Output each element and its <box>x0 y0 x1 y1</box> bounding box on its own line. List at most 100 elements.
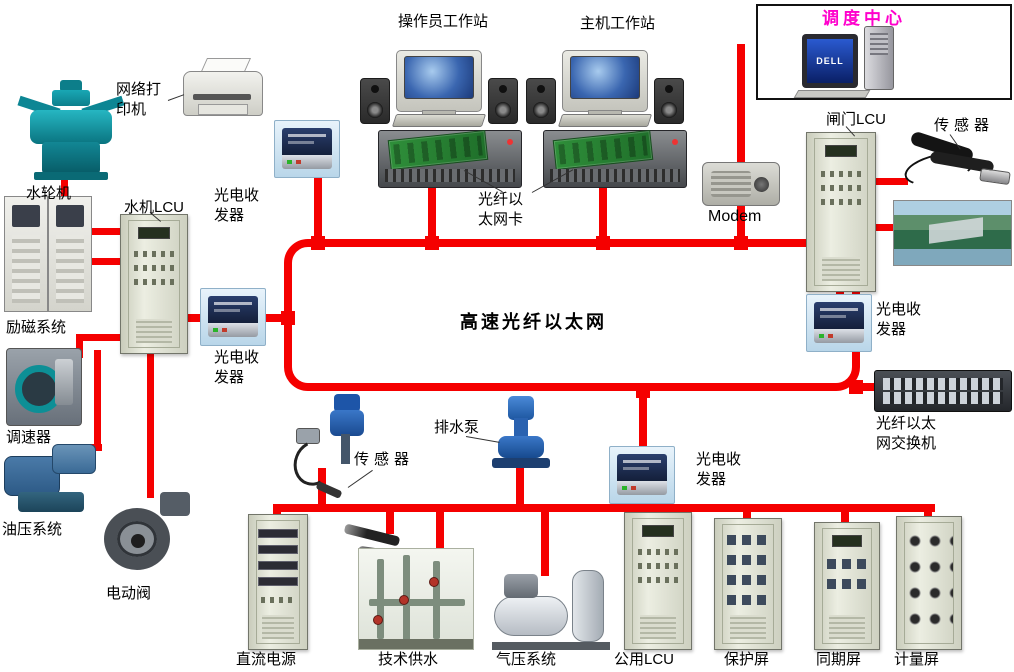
transceiver-base <box>208 323 258 337</box>
drain-pump-device <box>492 396 552 472</box>
cabinet-detail <box>904 522 954 644</box>
keyboard <box>557 114 653 127</box>
turbine-detail <box>34 172 108 180</box>
cabinet-detail <box>722 524 774 644</box>
rack-vents <box>550 169 680 182</box>
cabinet-detail <box>258 577 298 586</box>
label-drain-pump: 排水泵 <box>434 419 480 436</box>
junction <box>311 236 325 250</box>
cabinet-detail <box>642 525 674 537</box>
printer-slot <box>193 94 251 100</box>
speaker-icon <box>654 78 684 124</box>
cabinet-detail <box>260 597 296 603</box>
transceiver-device <box>617 454 667 481</box>
common-lcu-cabinet <box>624 512 692 650</box>
drop-tech-water <box>436 510 444 558</box>
link-governor-v <box>76 334 83 358</box>
cabinet-detail <box>632 518 684 644</box>
label-fiber-switch: 光纤以太网交换机 <box>876 415 937 453</box>
link-oil-v <box>94 350 101 450</box>
cabinet-detail <box>831 535 863 547</box>
cabinet-detail <box>258 529 298 538</box>
cabinet-detail <box>820 185 862 191</box>
speaker-icon <box>360 78 390 124</box>
cabinet-detail <box>822 528 872 644</box>
modem-device <box>702 162 780 206</box>
dell-monitor: DELL <box>802 34 858 88</box>
gate-lcu-cabinet <box>806 132 876 292</box>
meter-grid <box>904 527 954 626</box>
crt-monitor <box>396 50 482 116</box>
sensor-detail <box>296 428 320 444</box>
metering-panel-cabinet <box>896 516 962 650</box>
optical-transceiver <box>806 294 872 352</box>
label-air-pressure: 气压系统 <box>496 651 557 668</box>
pump-volute <box>498 436 544 458</box>
label-ethernet-bus: 高速光纤以太网 <box>460 312 607 332</box>
junction <box>636 384 650 398</box>
valve-wheel <box>429 577 439 587</box>
industrial-pc-fiber-nic <box>543 129 687 188</box>
junction <box>425 236 439 250</box>
cabinet-detail <box>638 549 678 555</box>
cabinet-detail <box>638 577 678 583</box>
sensor-detail <box>330 410 364 436</box>
pump-flange <box>492 458 550 468</box>
dam-photo <box>893 200 1012 266</box>
valve-actuator <box>160 492 190 516</box>
pointer-line <box>167 94 185 101</box>
transceiver-device <box>814 302 864 329</box>
cabinet-detail <box>726 535 770 545</box>
label-gate-lcu: 闸门LCU <box>826 111 887 128</box>
cabinet-detail <box>639 615 677 639</box>
label-sensor-mid: 传感器 <box>354 451 415 468</box>
cabinet-detail <box>826 579 868 589</box>
valve-wheel <box>373 615 383 625</box>
drop-protection <box>743 510 751 524</box>
governor-unit <box>6 348 82 426</box>
air-compressor-unit <box>492 568 610 650</box>
cabinet-detail <box>726 575 770 585</box>
dc-power-cabinet <box>248 514 308 650</box>
protection-panel-cabinet <box>714 518 782 650</box>
label-operator-workstation: 操作员工作站 <box>398 13 489 30</box>
dell-keyboard <box>793 90 871 98</box>
pump-motor <box>508 396 534 420</box>
fiber-nic-board <box>387 129 489 171</box>
junction <box>849 380 863 394</box>
link-excitation <box>90 258 125 265</box>
hydro-lcu-cabinet <box>120 214 188 354</box>
label-common-lcu: 公用LCU <box>614 651 675 668</box>
link-governor-h <box>76 334 125 341</box>
drop-probes <box>386 510 394 534</box>
cabinet-detail <box>820 199 862 205</box>
label-metering-panel: 计量屏 <box>894 651 940 668</box>
label-tech-water: 技术供水 <box>378 651 439 668</box>
water-turbine <box>12 80 130 182</box>
valve-hub <box>131 534 145 548</box>
dispatch-center-box: DELL <box>756 4 1012 100</box>
oil-detail <box>52 444 96 474</box>
label-hydro-lcu: 水机LCU <box>124 199 185 216</box>
cabinet-detail <box>729 615 767 639</box>
fiber-switch-device <box>874 370 1012 412</box>
optical-transceiver <box>609 446 675 504</box>
cabinet-detail <box>134 279 174 285</box>
label-excitation: 励磁系统 <box>6 319 67 336</box>
label-governor: 调速器 <box>6 429 52 446</box>
printer-tray <box>198 104 248 115</box>
cabinet-detail <box>824 145 858 157</box>
cabinet-detail <box>821 257 861 281</box>
oil-pressure-unit <box>4 438 96 516</box>
crt-monitor <box>562 50 648 116</box>
cabinet-detail <box>826 559 868 569</box>
label-fiber-nic: 光纤以太网卡 <box>478 191 524 229</box>
turbine-detail <box>60 80 82 92</box>
rack-led <box>672 139 678 145</box>
rack-led <box>507 139 513 145</box>
cabinet-detail <box>135 319 173 343</box>
label-turbine: 水轮机 <box>26 185 72 202</box>
drop-drain-pump <box>516 464 524 508</box>
rack-vents <box>385 169 515 182</box>
